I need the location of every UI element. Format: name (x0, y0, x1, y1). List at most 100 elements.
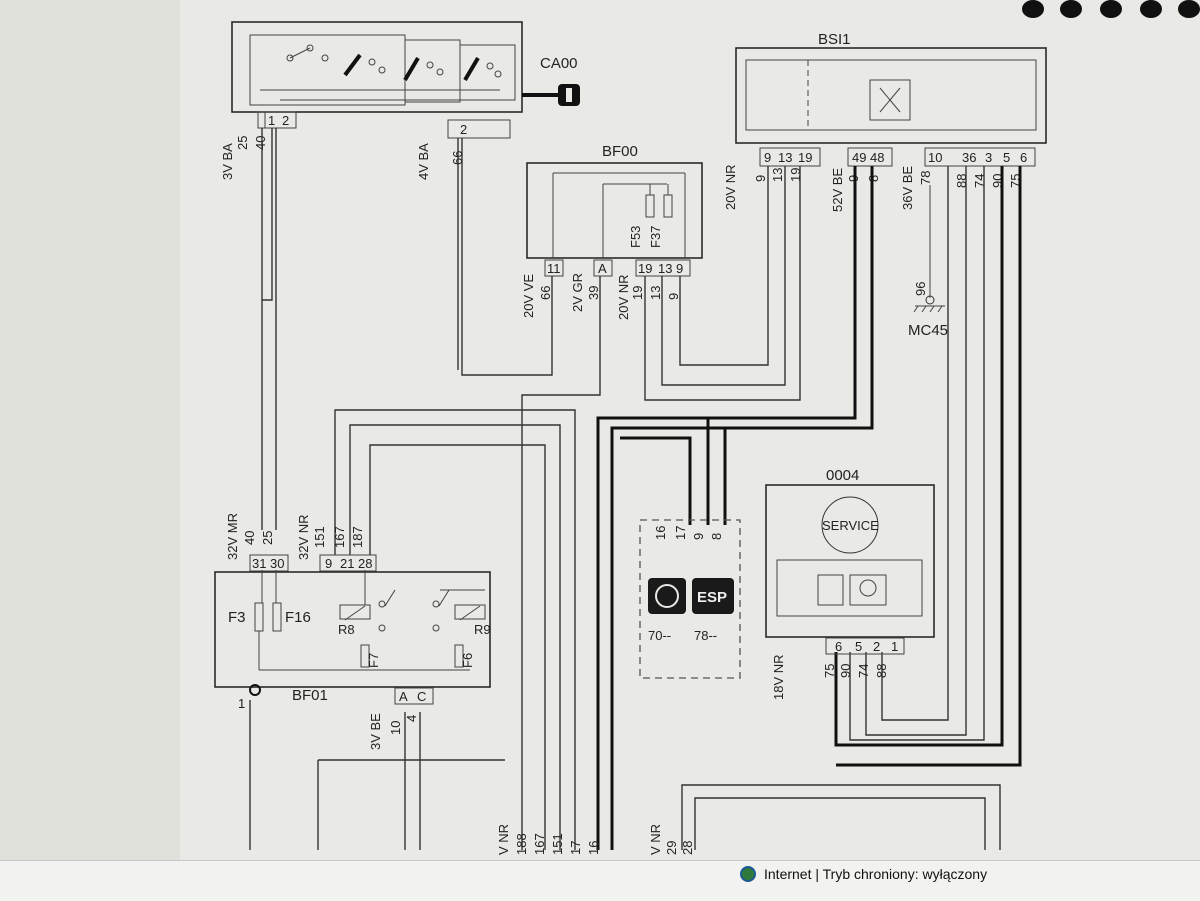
ca00-pin: 1 (268, 113, 275, 128)
svg-text:36V BE: 36V BE (900, 166, 915, 210)
ca00-pin: 2 (460, 122, 467, 137)
corner-button[interactable] (1060, 0, 1082, 18)
svg-text:48: 48 (870, 150, 884, 165)
svg-text:74: 74 (856, 664, 871, 678)
svg-text:4V BA: 4V BA (416, 143, 431, 180)
status-bar (0, 860, 1200, 901)
svg-text:F3: F3 (228, 609, 246, 626)
svg-text:18V NR: 18V NR (771, 654, 786, 700)
svg-text:1: 1 (891, 639, 898, 654)
svg-text:19: 19 (630, 286, 645, 300)
svg-text:17: 17 (568, 841, 583, 855)
brake-warning-icon (655, 584, 679, 608)
bf00-label: BF00 (602, 143, 638, 160)
svg-text:9: 9 (691, 533, 706, 540)
svg-text:167: 167 (532, 833, 547, 855)
corner-button[interactable] (1100, 0, 1122, 18)
svg-text:3V BA: 3V BA (220, 143, 235, 180)
svg-text:19: 19 (788, 168, 803, 182)
svg-text:20V NR: 20V NR (723, 164, 738, 210)
svg-text:R8: R8 (338, 622, 355, 637)
svg-text:40: 40 (242, 531, 257, 545)
svg-text:66: 66 (538, 286, 553, 300)
svg-text:187: 187 (350, 526, 365, 548)
svg-text:151: 151 (550, 833, 565, 855)
svg-text:2: 2 (873, 639, 880, 654)
corner-button[interactable] (1140, 0, 1162, 18)
svg-text:F53: F53 (628, 226, 643, 248)
ca00-wire-labels: 3V BA 25 40 4V BA 66 (220, 136, 465, 180)
mc45-ground: 96 MC45 (908, 185, 948, 339)
svg-text:40: 40 (253, 136, 268, 150)
svg-text:36: 36 (962, 150, 976, 165)
svg-text:70--: 70-- (648, 628, 671, 643)
svg-text:6: 6 (835, 639, 842, 654)
corner-button[interactable] (1178, 0, 1200, 18)
svg-text:6: 6 (1020, 150, 1027, 165)
svg-text:25: 25 (235, 136, 250, 150)
svg-text:16: 16 (653, 526, 668, 540)
bsi1-unit: BSI1 9 13 19 49 48 10 36 3 5 6 (735, 31, 1047, 167)
svg-text:28: 28 (680, 841, 695, 855)
globe-icon (740, 866, 756, 882)
bottom-wire-labels: V NR 188 167 151 17 16 V NR 29 28 (496, 824, 695, 855)
svg-text:2V GR: 2V GR (570, 273, 585, 312)
svg-text:16: 16 (586, 841, 601, 855)
svg-text:88: 88 (954, 174, 969, 188)
svg-text:28: 28 (358, 556, 372, 571)
c0004-label: 0004 (826, 467, 859, 484)
svg-text:19: 19 (798, 150, 812, 165)
bsi1-wire-labels: 20V NR 9 13 19 52V BE 9 8 36V BE 78 88 7… (723, 164, 1023, 212)
svg-text:31: 31 (252, 556, 266, 571)
svg-text:11: 11 (547, 261, 561, 276)
svg-text:32V MR: 32V MR (225, 513, 240, 560)
c0004-cluster: SERVICE 0004 6 5 2 1 (765, 467, 935, 655)
svg-text:20V VE: 20V VE (521, 274, 536, 318)
svg-text:20V NR: 20V NR (616, 274, 631, 320)
svg-text:78--: 78-- (694, 628, 717, 643)
bf01-label: BF01 (292, 687, 328, 704)
svg-text:5: 5 (1003, 150, 1010, 165)
svg-text:F37: F37 (648, 226, 663, 248)
bf00-fusebox: F53 F37 BF00 11 A 19 13 9 (526, 143, 703, 277)
svg-text:3: 3 (985, 150, 992, 165)
service-indicator: SERVICE (822, 518, 879, 533)
svg-text:9: 9 (666, 293, 681, 300)
svg-text:13: 13 (658, 261, 672, 276)
svg-text:88: 88 (874, 664, 889, 678)
svg-text:52V BE: 52V BE (830, 168, 845, 212)
c0004-wire-labels: 18V NR 75 90 74 88 (771, 654, 889, 700)
svg-text:R9: R9 (474, 622, 491, 637)
svg-text:A: A (598, 261, 607, 276)
esp-badge: ESP (697, 589, 727, 606)
svg-text:21: 21 (340, 556, 354, 571)
svg-text:90: 90 (838, 664, 853, 678)
svg-text:F16: F16 (285, 609, 311, 626)
mc45-label: MC45 (908, 322, 948, 339)
svg-text:13: 13 (770, 168, 785, 182)
svg-text:25: 25 (260, 531, 275, 545)
svg-text:C: C (417, 689, 426, 704)
svg-text:30: 30 (270, 556, 284, 571)
status-text: Internet | Tryb chroniony: wyłączony (764, 866, 988, 882)
bf01-fusebox: F3 F16 R8 F7 R9 F6 BF01 31 30 9 21 28 A … (214, 554, 491, 711)
corner-button[interactable] (1022, 0, 1044, 18)
svg-text:4: 4 (404, 715, 419, 722)
bf01-wire-labels: 32V MR 40 25 32V NR 151 167 187 3V BE 10… (225, 513, 419, 750)
svg-text:9: 9 (753, 175, 768, 182)
svg-text:V NR: V NR (496, 824, 511, 855)
svg-text:188: 188 (514, 833, 529, 855)
svg-text:32V NR: 32V NR (296, 514, 311, 560)
svg-text:9: 9 (676, 261, 683, 276)
bf00-wire-labels: 20V VE 66 2V GR 39 20V NR 19 13 9 (521, 273, 681, 320)
ca00-pin: 2 (282, 113, 289, 128)
svg-text:8: 8 (709, 533, 724, 540)
esp-module: 16 17 9 8 ESP 70-- 78-- (639, 519, 741, 679)
svg-text:13: 13 (778, 150, 792, 165)
svg-text:75: 75 (822, 664, 837, 678)
svg-text:A: A (399, 689, 408, 704)
svg-text:3V BE: 3V BE (368, 713, 383, 750)
svg-text:74: 74 (972, 174, 987, 188)
svg-text:39: 39 (586, 286, 601, 300)
svg-text:49: 49 (852, 150, 866, 165)
